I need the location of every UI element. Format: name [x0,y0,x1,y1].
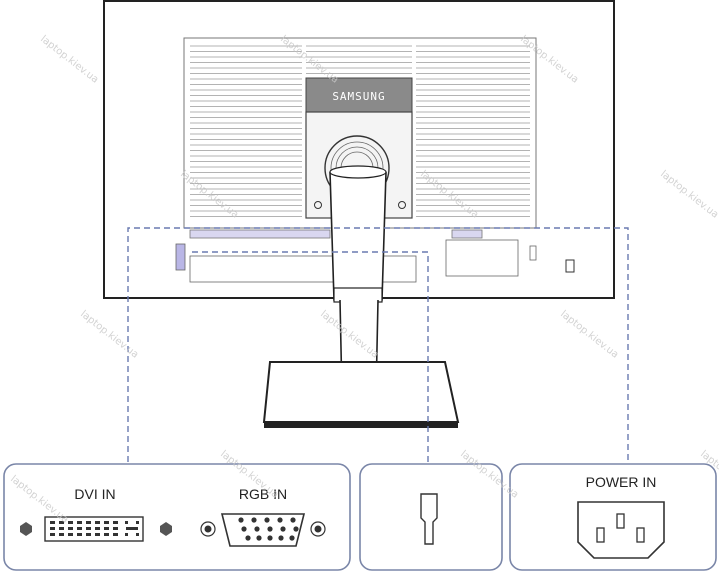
watermark-text: laptop.kiev.ua [78,309,140,361]
power-socket-icon [577,501,665,559]
brand-logo: SAMSUNG [332,90,385,103]
panel-power: POWER IN [509,463,717,571]
stand-base [262,361,460,428]
watermark-text: laptop.kiev.ua [658,169,719,221]
mount-screw-icon [398,201,406,209]
watermark-text: laptop.kiev.ua [558,309,620,361]
rgb-port-icon [200,513,326,547]
connector-strip [175,229,575,283]
rear-bay-left [189,255,417,283]
panel-security-slot [359,463,503,571]
rgb-in-label: RGB IN [239,486,287,502]
panel-video-inputs: DVI IN RGB IN [3,463,351,571]
watermark-text: laptop.kiev.ua [38,34,100,86]
port-highlight-left [175,243,186,271]
mount-screw-icon [314,201,322,209]
kensington-slot-icon [420,493,438,545]
kensington-lock-icon [565,259,575,273]
rear-bay-right [445,239,519,277]
dvi-in-label: DVI IN [74,486,115,502]
brand-plate: SAMSUNG [305,77,413,113]
dvi-port-icon [20,516,172,542]
power-in-label: POWER IN [586,474,657,490]
ventilation-grille [190,45,530,217]
callout-lines [127,227,629,462]
